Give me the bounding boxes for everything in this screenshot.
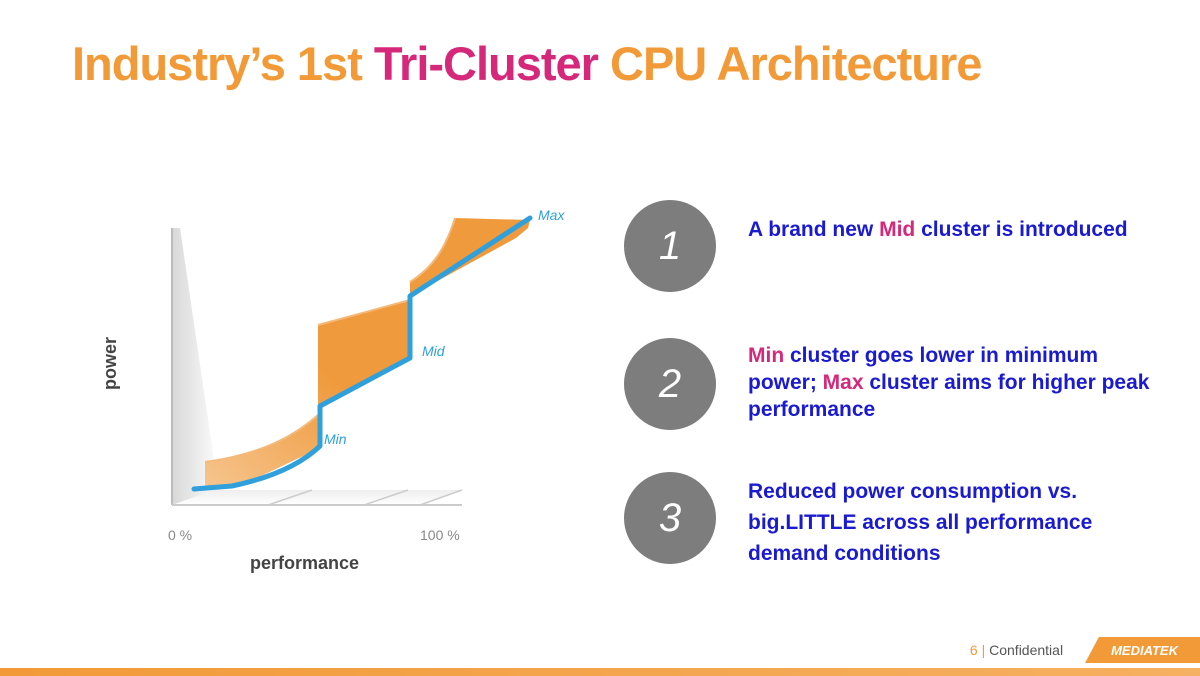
number-circle: 2 (624, 338, 716, 430)
point-accent: Min (748, 344, 785, 367)
brand-logo: MEDIATEK (1085, 637, 1200, 663)
label-min: Min (324, 431, 347, 447)
label-max: Max (538, 207, 565, 223)
footer-bar (0, 668, 1200, 676)
point-text-part: A brand new (748, 218, 880, 241)
power-band (205, 218, 530, 486)
footer: 6 | Confidential MEDIATEK (970, 636, 1200, 664)
point-accent: Max (822, 371, 864, 394)
floor-divider (363, 489, 409, 506)
slide-title: Industry’s 1st Tri-Cluster CPU Architect… (72, 36, 982, 91)
page-number: 6 (969, 642, 978, 658)
diagram-graphic: Max Mid Min (171, 207, 565, 506)
page-separator: | (981, 642, 986, 658)
y-axis-wall (172, 228, 214, 505)
point-text-part: cluster aims for higher peak performance (748, 371, 1150, 421)
point-text: Reduced power consumption vs. big.LITTLE… (748, 480, 1093, 565)
band-top-edge (204, 217, 456, 463)
number-circle: 1 (624, 200, 716, 292)
title-part-1: Industry’s 1st (72, 37, 374, 90)
confidential-label: Confidential (989, 642, 1064, 658)
x-tick-start: 0 % (168, 527, 193, 543)
power-performance-diagram: Max Mid Min power 0 % 100 % performance (100, 207, 565, 573)
x-tick-end: 100 % (420, 527, 460, 543)
floor-divider (419, 489, 463, 506)
point-text: Min cluster goes lower in minimum power;… (748, 342, 1168, 423)
title-highlight: Tri-Cluster (373, 37, 599, 90)
point-text-part: cluster is introduced (915, 218, 1128, 241)
y-axis-label: power (100, 336, 120, 390)
tri-cluster-curve (191, 215, 533, 492)
point-accent: Mid (879, 218, 916, 241)
floor-plane (172, 490, 462, 505)
number-circle: 3 (624, 472, 716, 564)
point-text: A brand new Mid cluster is introduced (748, 216, 1168, 243)
page-info: 6 | Confidential (970, 642, 1063, 658)
point-text-part: cluster goes lower in minimum power; (748, 344, 1099, 394)
label-mid: Mid (422, 343, 446, 359)
floor-divider (267, 489, 313, 506)
x-axis-label: performance (250, 553, 360, 573)
title-part-2: CPU Architecture (597, 37, 982, 90)
